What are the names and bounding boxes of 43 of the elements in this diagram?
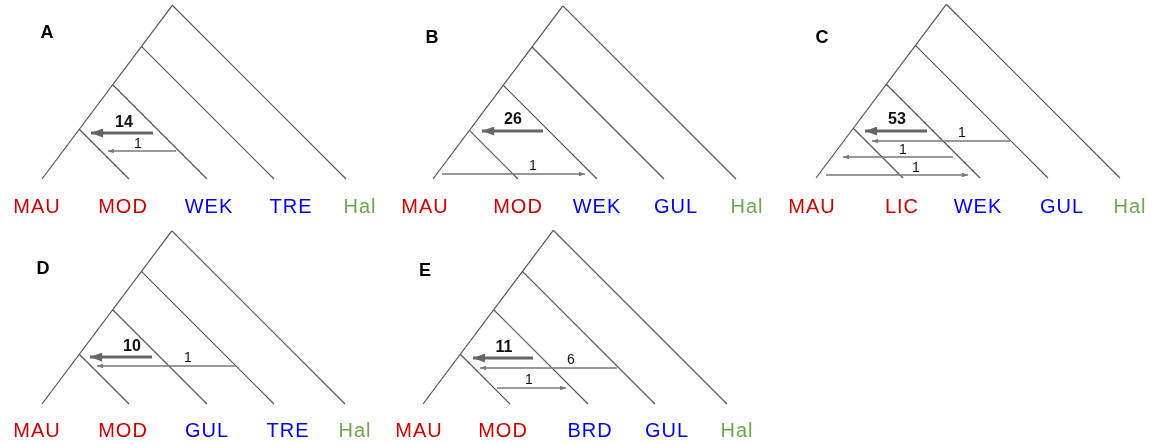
- taxon-label: Hal: [730, 196, 764, 216]
- taxon-label: MAU: [401, 196, 449, 216]
- taxon-label: GUL: [653, 196, 699, 216]
- taxon-label: WEK: [953, 196, 1003, 216]
- taxon-label: Hal: [343, 196, 377, 216]
- panel-letter: C: [815, 28, 829, 46]
- taxon-label: MOD: [493, 196, 543, 216]
- taxon-label: WEK: [572, 196, 622, 216]
- taxon-label: BRD: [567, 420, 613, 440]
- panel-letter: A: [40, 23, 54, 41]
- migration-count: 10: [123, 338, 141, 354]
- taxon-label: MOD: [98, 196, 148, 216]
- taxon-label: Hal: [1113, 196, 1147, 216]
- taxon-label: GUL: [644, 420, 690, 440]
- migration-count: 1: [912, 160, 920, 174]
- panel-letter: B: [425, 28, 439, 46]
- taxon-label: GUL: [1039, 196, 1085, 216]
- migration-count: 1: [525, 372, 533, 386]
- taxon-label: LIC: [884, 196, 920, 216]
- migration-count: 1: [529, 158, 537, 172]
- taxon-label: MAU: [788, 196, 836, 216]
- panel-letter: E: [419, 261, 431, 279]
- migration-count: 11: [495, 339, 513, 355]
- migration-count: 1: [134, 136, 142, 150]
- migration-count: 1: [899, 142, 907, 156]
- taxon-label: MOD: [98, 420, 148, 440]
- migration-count: 1: [184, 350, 192, 364]
- taxon-label: TRE: [266, 420, 310, 440]
- taxon-label: MAU: [13, 196, 61, 216]
- panel-letter: D: [36, 259, 50, 277]
- taxon-label: TRE: [269, 196, 313, 216]
- migration-count: 1: [958, 125, 966, 139]
- migration-count: 6: [567, 352, 575, 366]
- migration-count: 53: [888, 111, 906, 127]
- taxon-label: MOD: [478, 420, 528, 440]
- migration-count: 26: [504, 111, 522, 127]
- migration-count: 14: [115, 114, 133, 130]
- taxon-label: WEK: [184, 196, 234, 216]
- taxon-label: MAU: [395, 420, 443, 440]
- taxon-label: Hal: [338, 420, 372, 440]
- taxon-label: Hal: [720, 420, 754, 440]
- taxon-label: GUL: [184, 420, 230, 440]
- taxon-label: MAU: [13, 420, 61, 440]
